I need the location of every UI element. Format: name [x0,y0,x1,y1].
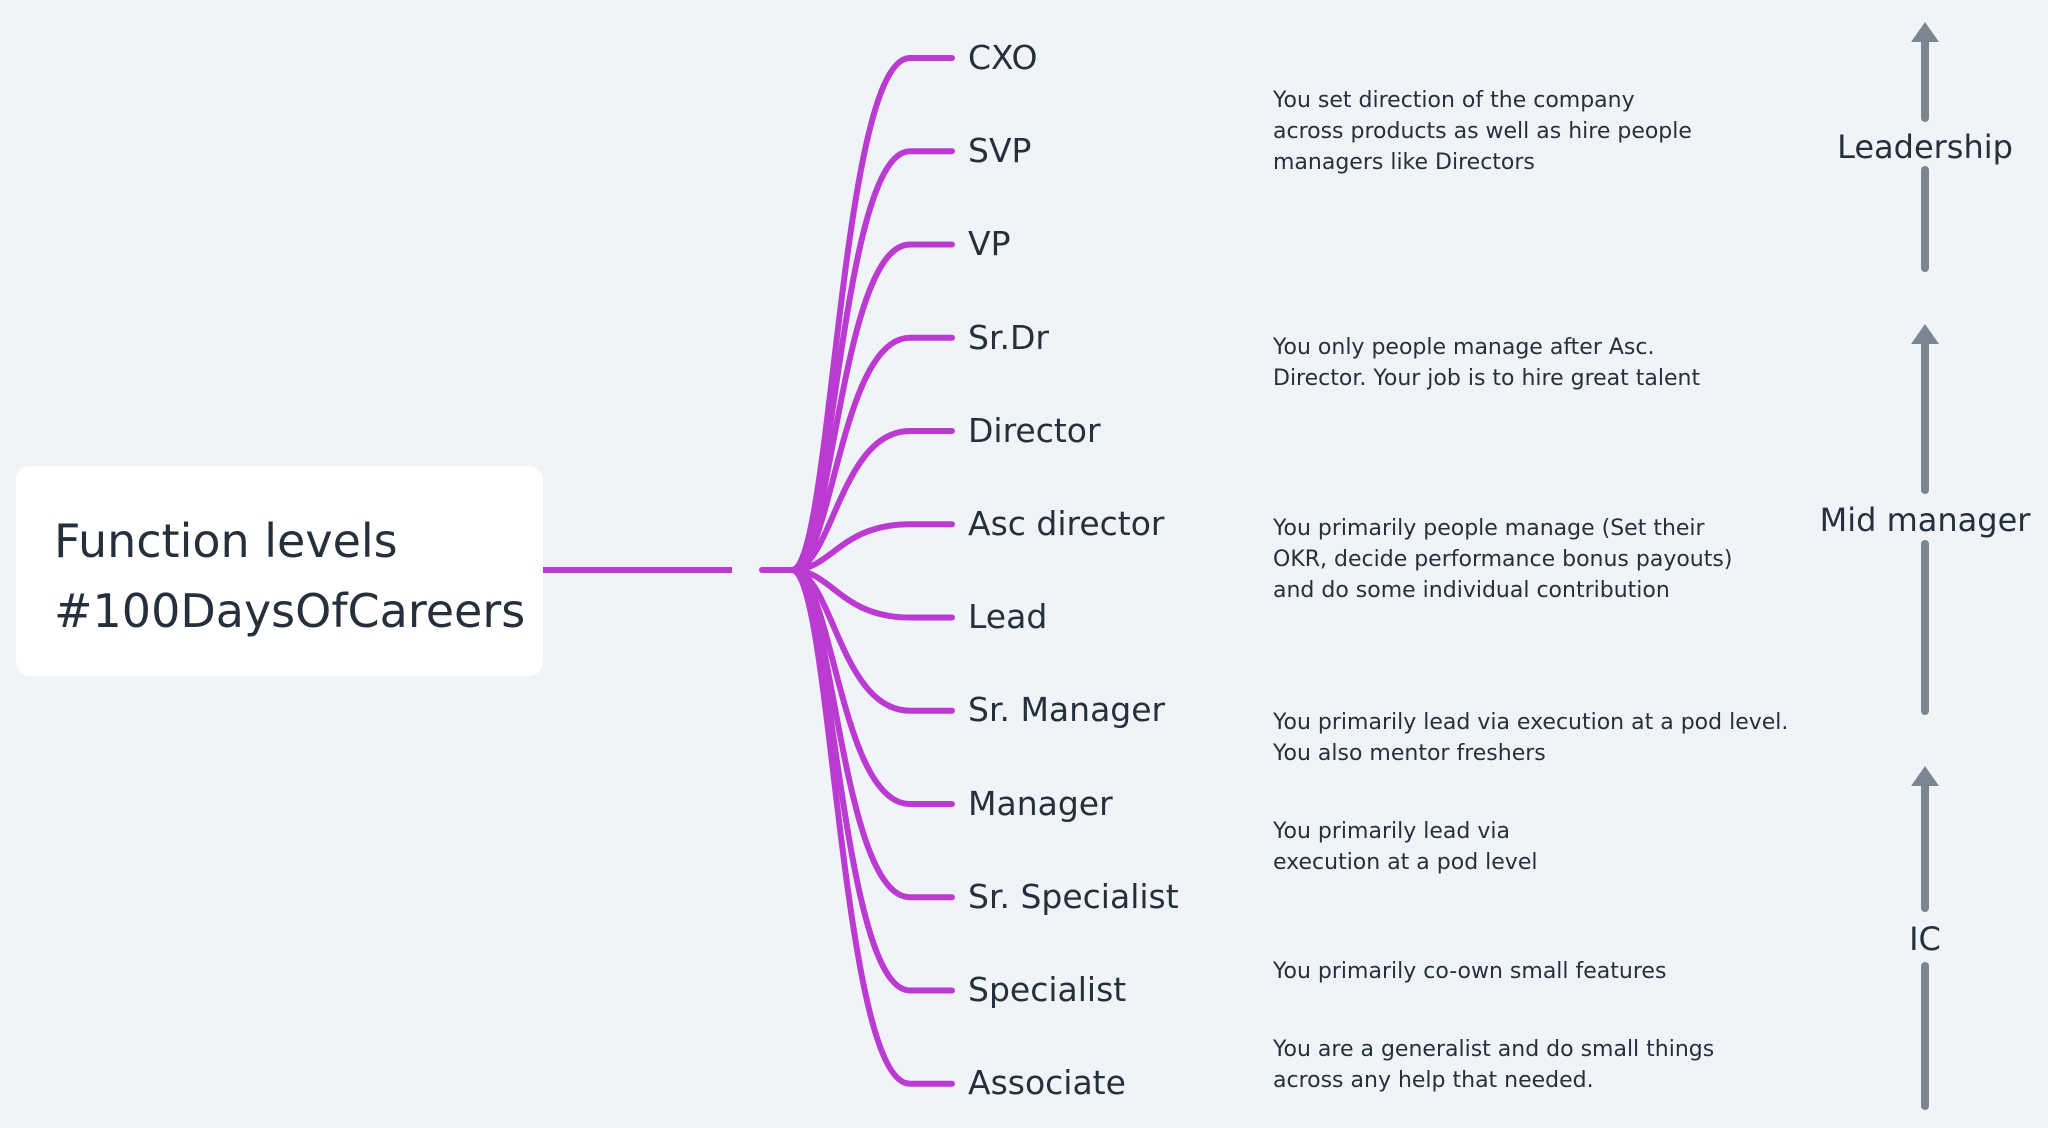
level-node-sr-specialist[interactable]: Sr. Specialist [968,877,1179,916]
description-line: OKR, decide performance bonus payouts) [1273,547,1733,572]
level-node-sr-dr[interactable]: Sr.Dr [968,318,1049,357]
branch-connector-director [789,428,955,573]
level-node-associate[interactable]: Associate [968,1063,1126,1102]
level-node-director[interactable]: Director [968,411,1101,450]
description-senior-director: You only people manage after Asc. Direct… [1273,332,1700,394]
arrow-up-icon [1911,324,1939,344]
description-associate: You are a generalist and do small things… [1273,1034,1714,1096]
level-node-cxo[interactable]: CXO [968,38,1038,77]
level-node-sr-manager[interactable]: Sr. Manager [968,690,1166,729]
description-line: You primarily lead via execution at a po… [1273,710,1789,735]
description-line: execution at a pod level [1273,850,1538,875]
root-title: Function levels [54,514,398,568]
band-label-mid-manager: Mid manager [1819,501,2031,539]
band-arrows [1911,22,1939,1110]
band-label-ic: IC [1909,920,1941,958]
description-line: You set direction of the company [1273,88,1635,113]
root-hashtag: #100DaysOfCareers [54,584,526,638]
branch-connectors [543,55,955,1087]
description-asc-director: You primarily people manage (Set their O… [1273,513,1732,606]
description-line: You also mentor freshers [1273,741,1546,766]
description-line: managers like Directors [1273,150,1535,175]
description-line: across any help that needed. [1273,1068,1594,1093]
description-leadership: You set direction of the company across … [1273,85,1692,178]
description-specialist: You primarily co-own small features [1273,956,1666,987]
level-node-asc-director[interactable]: Asc director [968,504,1165,543]
level-node-lead[interactable]: Lead [968,597,1048,636]
description-line: and do some individual contribution [1273,578,1670,603]
branch-connector-sr-dr [789,334,955,573]
branch-connector-associate [789,567,955,1087]
branch-connector-cxo [789,55,955,573]
arrow-up-icon [1911,22,1939,42]
description-sr-manager: You primarily lead via execution at a po… [1273,707,1788,769]
description-line: You are a generalist and do small things [1273,1037,1715,1062]
level-node-specialist[interactable]: Specialist [968,970,1127,1009]
branch-connector-svp [789,148,955,573]
branch-connector-lead [789,567,955,621]
level-node-vp[interactable]: VP [968,224,1011,263]
band-label-leadership: Leadership [1837,128,2013,166]
level-node-svp[interactable]: SVP [968,131,1032,170]
description-line: You primarily lead via [1273,819,1510,844]
branch-connector-asc-director [789,521,955,573]
arrow-up-icon [1911,766,1939,786]
description-line: Director. Your job is to hire great tale… [1273,366,1701,391]
description-manager: You primarily lead via execution at a po… [1273,816,1537,878]
description-line: You primarily people manage (Set their [1273,516,1705,541]
branch-connector-vp [789,241,955,573]
description-line: across products as well as hire people [1273,119,1692,144]
description-line: You only people manage after Asc. [1273,335,1655,360]
level-node-manager[interactable]: Manager [968,784,1113,823]
root-node[interactable]: Function levels #100DaysOfCareers [16,466,543,676]
description-line: You primarily co-own small features [1273,959,1667,984]
